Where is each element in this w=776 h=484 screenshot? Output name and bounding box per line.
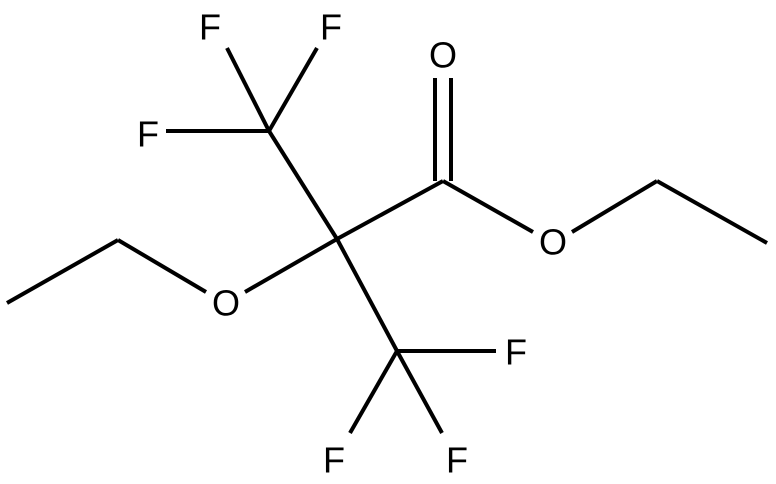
bond-ester-ch2-to-ch3 bbox=[656, 179, 768, 245]
bond-cf3-bottom-to-f-bottom-right bbox=[395, 350, 444, 434]
atom-label-ester-oxygen: O bbox=[539, 222, 567, 263]
bond-ester-oxygen-to-ch2 bbox=[570, 179, 659, 234]
atom-label-f-bottom-left: F bbox=[323, 440, 345, 481]
atom-label-f-top-left: F bbox=[199, 7, 221, 48]
atom-label-layer: F F F O O O F F F bbox=[137, 7, 567, 481]
bond-central-to-carbonyl-carbon bbox=[336, 179, 444, 241]
bond-layer bbox=[6, 46, 768, 434]
atom-label-ether-oxygen: O bbox=[212, 283, 240, 324]
bond-central-to-cf3-top bbox=[267, 129, 339, 241]
bond-cf3-top-to-f-top-right bbox=[267, 46, 319, 133]
bond-central-to-ether-oxygen bbox=[244, 237, 338, 294]
atom-label-f-right: F bbox=[505, 332, 527, 373]
atom-label-f-top-right: F bbox=[320, 7, 342, 48]
bond-carbonyl-carbon-to-ester-oxygen bbox=[442, 179, 534, 234]
bond-central-to-cf3-bottom bbox=[335, 238, 399, 352]
atom-label-carbonyl-oxygen: O bbox=[429, 35, 457, 76]
bond-ethoxy-ch2-to-ch3 bbox=[6, 238, 119, 305]
bond-cf3-top-to-f-top-left bbox=[225, 47, 271, 132]
atom-label-f-bottom-right: F bbox=[446, 440, 468, 481]
atom-label-f-left: F bbox=[137, 114, 159, 155]
bond-cf3-bottom-to-f-bottom-left bbox=[348, 350, 399, 434]
bond-ether-oxygen-to-ch2 bbox=[116, 238, 208, 294]
